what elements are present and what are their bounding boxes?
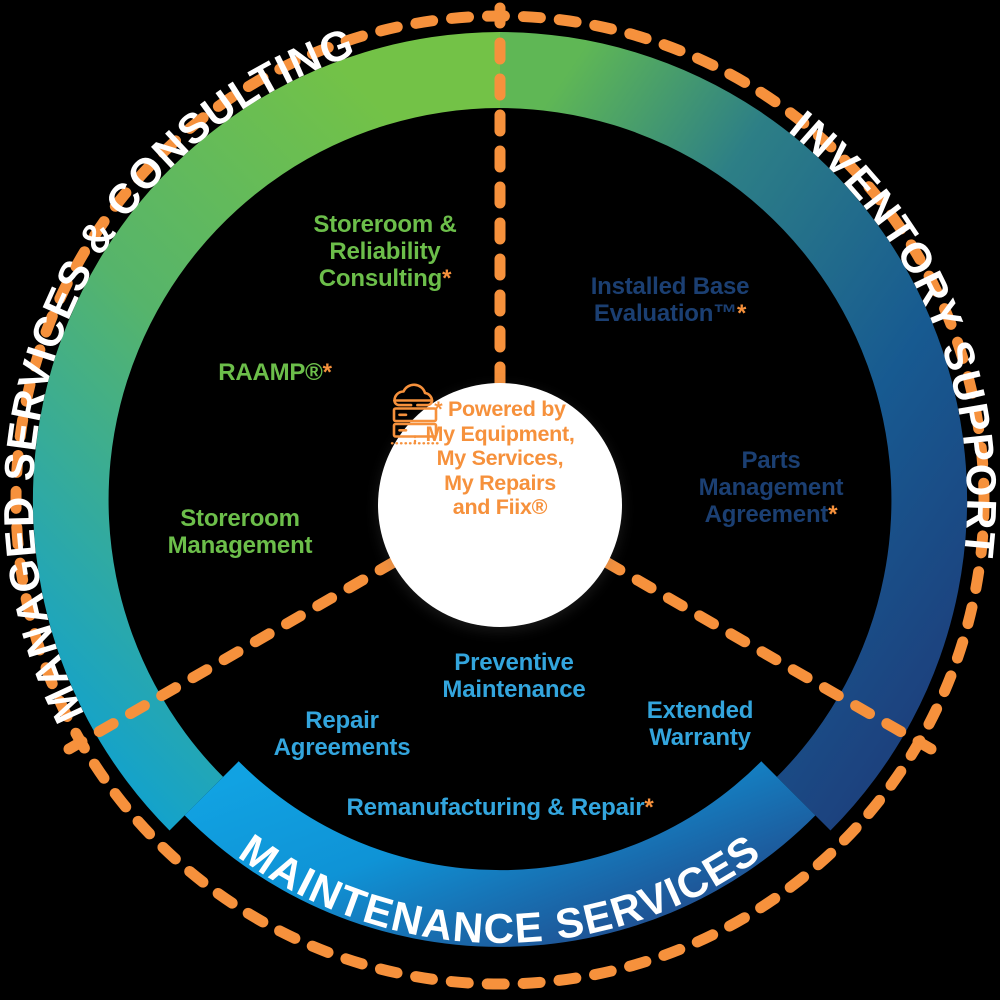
hub-line: * Powered by bbox=[434, 397, 566, 421]
label-line: Reliability bbox=[329, 237, 441, 265]
cloud-server-icon bbox=[390, 383, 440, 445]
label-line: Evaluation™* bbox=[593, 299, 747, 327]
divider-lower-right bbox=[600, 556, 937, 755]
label-line: Consulting* bbox=[318, 264, 452, 292]
asterisk-marker: * bbox=[322, 359, 332, 386]
asterisk-marker: * bbox=[442, 264, 452, 292]
hub-line: My Equipment, bbox=[425, 421, 575, 446]
hub-text: * Powered by My Equipment, My Services, … bbox=[426, 397, 575, 520]
asterisk-marker: * bbox=[644, 794, 654, 821]
segment-maintenance-services[interactable] bbox=[184, 761, 816, 947]
label-line: Management bbox=[698, 473, 844, 501]
center-hub[interactable]: * Powered by My Equipment, My Services, … bbox=[378, 383, 622, 627]
label-storeroom-reliability-consulting[interactable]: Storeroom & Reliability Consulting* bbox=[265, 211, 505, 293]
divider-lower-left bbox=[63, 556, 400, 755]
label-line: Agreement* bbox=[704, 500, 838, 528]
label-line: Maintenance bbox=[442, 675, 586, 703]
radial-dividers bbox=[63, 2, 937, 755]
label-line: Installed Base bbox=[590, 273, 750, 300]
hub-line: My Repairs bbox=[444, 470, 556, 495]
label-line: Storeroom & bbox=[313, 211, 457, 238]
asterisk-marker: * bbox=[828, 500, 838, 528]
asterisk-marker: * bbox=[737, 299, 747, 327]
label-remanufacturing-repair[interactable]: Remanufacturing & Repair* bbox=[290, 794, 710, 822]
label-preventive-maintenance[interactable]: Preventive Maintenance bbox=[400, 649, 628, 704]
segment-inventory-support[interactable] bbox=[500, 32, 968, 831]
label-line: Agreements bbox=[273, 733, 411, 761]
hub-line: My Services, bbox=[436, 446, 564, 470]
label-line: Extended bbox=[646, 697, 754, 724]
label-installed-base-evaluation[interactable]: Installed Base Evaluation™* bbox=[555, 273, 785, 328]
label-storeroom-management[interactable]: Storeroom Management bbox=[130, 505, 350, 560]
segment-managed-services[interactable] bbox=[32, 32, 500, 831]
label-line: Storeroom bbox=[180, 505, 300, 532]
label-line: Parts bbox=[741, 447, 801, 474]
label-line: Warranty bbox=[649, 723, 751, 751]
label-raamp[interactable]: RAAMP®* bbox=[165, 359, 385, 387]
label-line: RAAMP®* bbox=[218, 359, 332, 386]
hub-line: and Fiix® bbox=[452, 495, 548, 519]
label-repair-agreements[interactable]: Repair Agreements bbox=[232, 707, 452, 762]
label-parts-management-agreement[interactable]: Parts Management Agreement* bbox=[665, 447, 877, 529]
label-line: Preventive bbox=[454, 649, 574, 676]
label-line: Repair bbox=[305, 707, 379, 734]
ring-segments bbox=[32, 32, 968, 947]
label-line: Management bbox=[167, 531, 313, 559]
label-line: Remanufacturing & Repair* bbox=[346, 794, 654, 821]
label-extended-warranty[interactable]: Extended Warranty bbox=[590, 697, 810, 752]
